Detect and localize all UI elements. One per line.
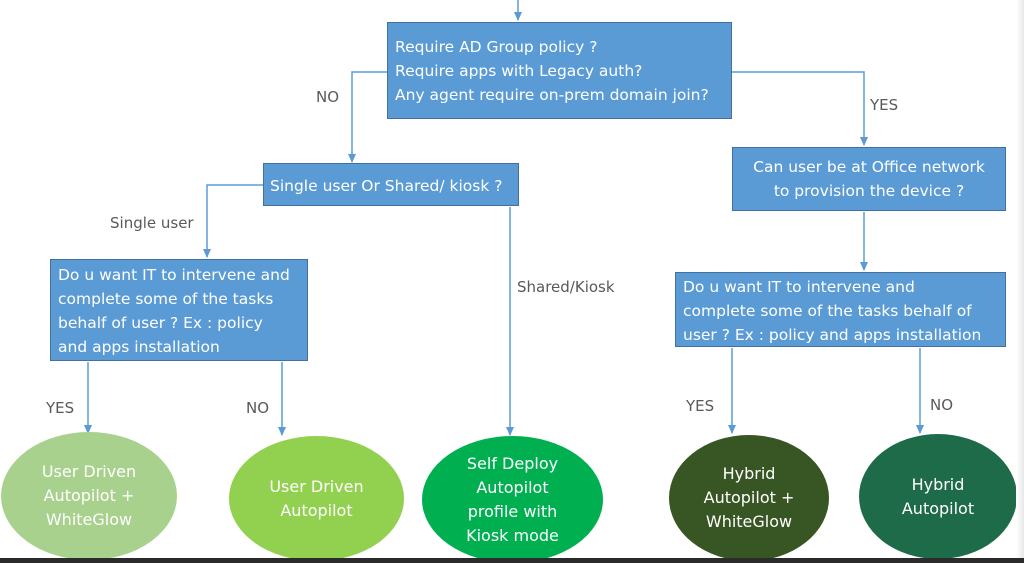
outcome-text-line: Autopilot + — [43, 486, 135, 505]
root-no-connector — [348, 71, 387, 163]
single-user-label: Single user — [110, 214, 194, 232]
decision-text-line: Single user Or Shared/ kiosk ? — [270, 177, 503, 195]
self-deploy-kiosk-outcome: Self Deploy Autopilot profile with Kiosk… — [422, 436, 603, 563]
decision-text-line: behalf of user ? Ex : policy — [58, 314, 263, 332]
it-intervene-right-decision-box: Do u want IT to intervene and complete s… — [675, 272, 1006, 347]
decision-text-line: complete some of the tasks — [58, 290, 274, 308]
decision-text-line: Require apps with Legacy auth? — [395, 62, 643, 80]
slide-bottom-bar — [0, 558, 1024, 563]
hybrid-autopilot-outcome: Hybrid Autopilot — [859, 434, 1017, 559]
outcome-text-line: Autopilot — [901, 498, 975, 518]
root-yes-connector — [732, 71, 868, 146]
single-user-connector — [203, 184, 263, 258]
outcome-text-line: Hybrid — [722, 464, 776, 483]
outcome-text-line: Autopilot — [280, 500, 353, 520]
outcome-text-line: WhiteGlow — [705, 512, 793, 531]
left-no-label: NO — [246, 399, 270, 417]
outcome-text-line: WhiteGlow — [45, 510, 133, 529]
decision-text-line: Any agent require on-prem domain join? — [395, 86, 709, 104]
shared-kiosk-label: Shared/Kiosk — [517, 278, 615, 296]
decision-text-line: Can user be at Office network — [753, 158, 985, 176]
ad-group-policy-decision-box: Require AD Group policy ? Require apps w… — [387, 22, 732, 119]
user-driven-whiteglow-outcome: User Driven Autopilot + WhiteGlow — [1, 432, 177, 560]
outcome-text-line: User Driven — [41, 462, 137, 481]
outcome-text-line: Self Deploy — [466, 453, 559, 473]
user-driven-autopilot-outcome: User Driven Autopilot — [229, 436, 404, 561]
single-or-shared-decision-box: Single user Or Shared/ kiosk ? — [263, 163, 519, 206]
decision-text-line: complete some of the tasks behalf of — [683, 302, 972, 320]
decision-text-line: to provision the device ? — [773, 182, 965, 200]
office-network-decision-box: Can user be at Office network to provisi… — [732, 147, 1006, 211]
right-yes-label: YES — [686, 397, 715, 415]
outcome-text-line: User Driven — [269, 476, 364, 496]
root-no-label: NO — [316, 88, 340, 106]
decision-text-line: Do u want IT to intervene and — [58, 266, 290, 284]
outcome-text-line: Hybrid — [911, 474, 965, 494]
outcome-text-line: Autopilot — [476, 477, 549, 497]
decision-text-line: Do u want IT to intervene and — [683, 278, 915, 296]
root-yes-label: YES — [870, 96, 899, 114]
outcome-text-line: Kiosk mode — [466, 525, 559, 545]
outcome-text-line: Autopilot + — [703, 488, 795, 507]
it-intervene-left-decision-box: Do u want IT to intervene and complete s… — [50, 259, 308, 361]
hybrid-whiteglow-outcome: Hybrid Autopilot + WhiteGlow — [669, 435, 829, 561]
outcome-text-line: profile with — [467, 501, 558, 521]
left-yes-label: YES — [46, 399, 75, 417]
decision-text-line: Require AD Group policy ? — [395, 38, 598, 56]
decision-text-line: user ? Ex : policy and apps installation — [683, 326, 982, 344]
right-no-label: NO — [930, 396, 954, 414]
slide-right-edge — [1016, 0, 1024, 563]
decision-text-line: and apps installation — [58, 338, 220, 356]
